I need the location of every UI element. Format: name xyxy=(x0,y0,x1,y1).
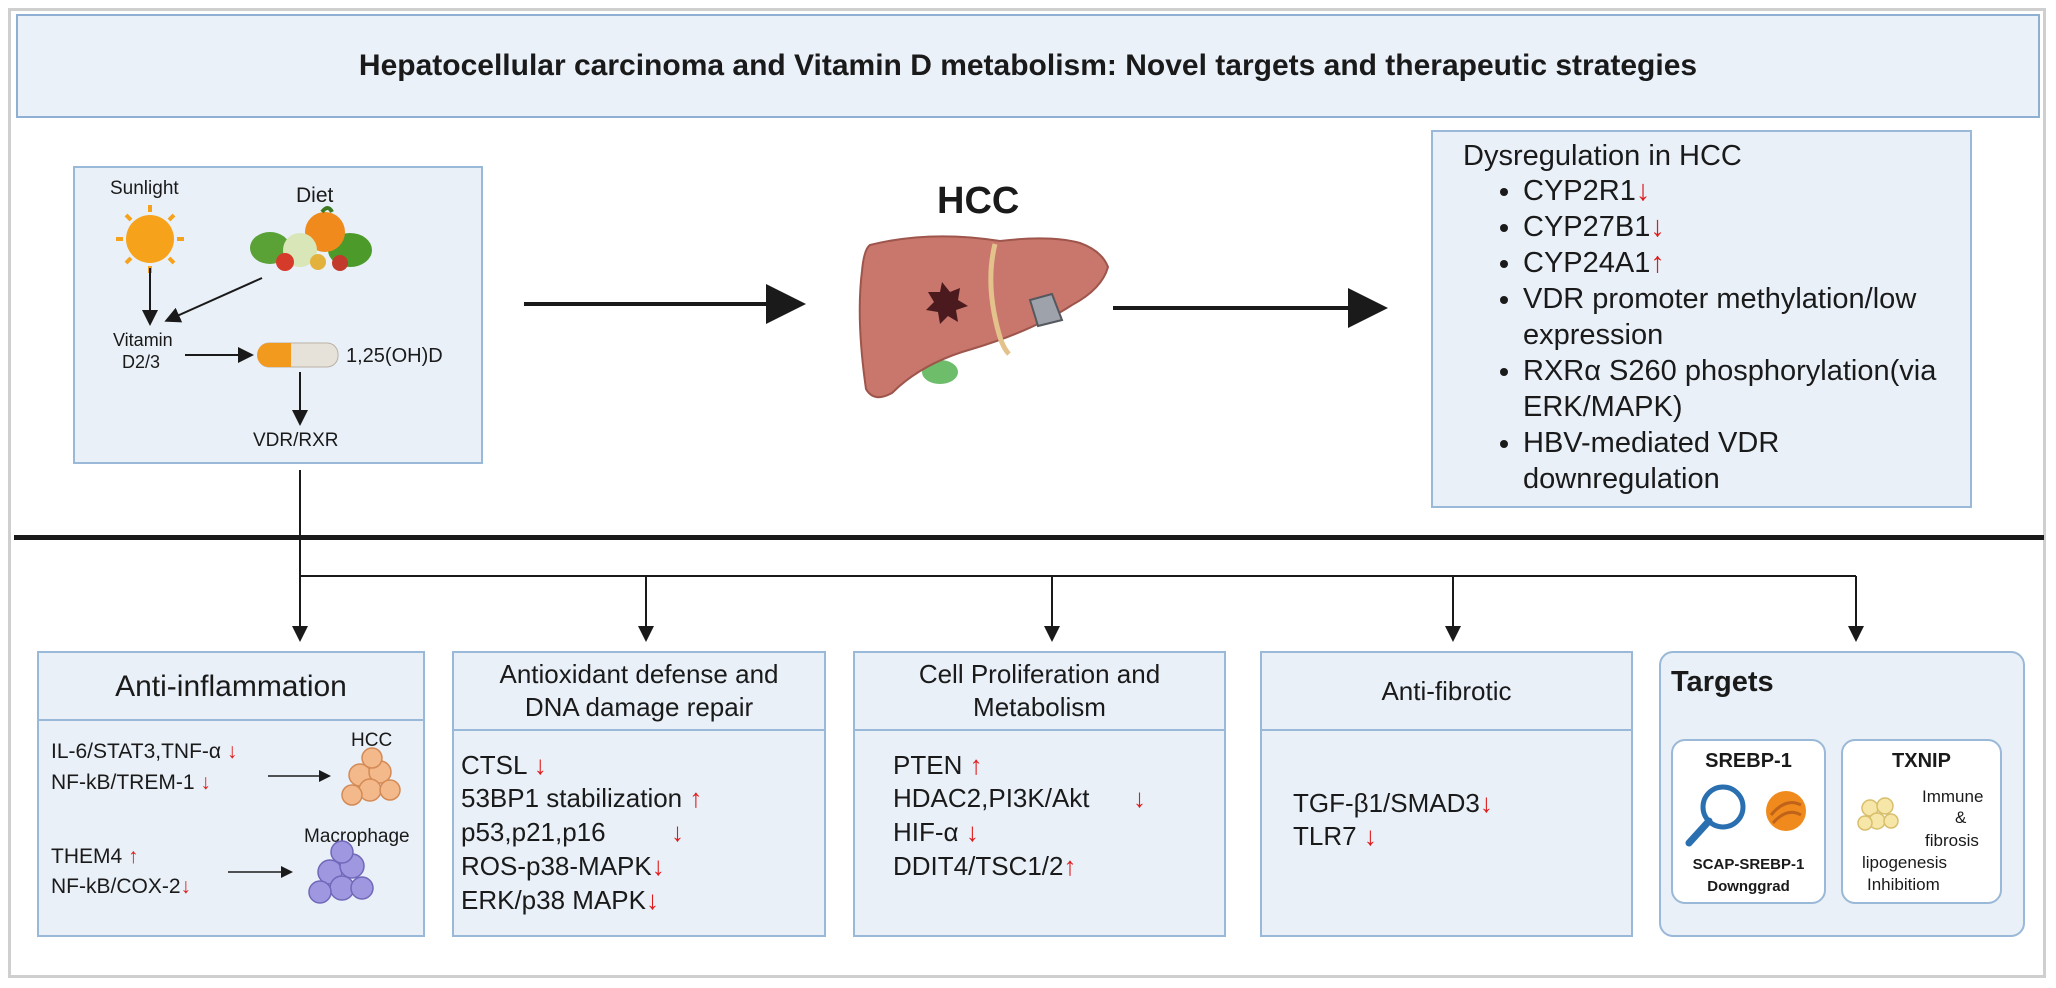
title-box: Hepatocellular carcinoma and Vitamin D m… xyxy=(16,14,2040,118)
sunlight-label: Sunlight xyxy=(110,178,179,199)
dysregulation-item: CYP27B1↓ xyxy=(1523,209,1962,245)
macrophage-label: Macrophage xyxy=(304,826,410,847)
vitamin-d-source-panel xyxy=(73,166,483,464)
antioxidant-item: ROS-p38-MAPK↓ xyxy=(461,851,665,881)
antioxidant-item: ERK/p38 MAPK↓ xyxy=(461,885,659,915)
antioxidant-header: Antioxidant defense and DNA damage repai… xyxy=(452,651,826,731)
dysregulation-item: RXRα S260 phosphorylation(via ERK/MAPK) xyxy=(1523,353,1962,425)
figure-title: Hepatocellular carcinoma and Vitamin D m… xyxy=(358,49,1698,82)
anti-fibrotic-header: Anti-fibrotic xyxy=(1260,651,1633,731)
hcc-label: HCC xyxy=(937,180,1020,222)
hcc-cells-icon xyxy=(341,747,401,806)
srebp-title: SREBP-1 xyxy=(1705,750,1792,772)
vdr-rxr-label: VDR/RXR xyxy=(253,430,339,451)
dysregulation-title: Dysregulation in HCC xyxy=(1463,140,1742,172)
dysregulation-item: CYP24A1↑ xyxy=(1523,245,1962,281)
active-vitamin-label: 1,25(OH)D xyxy=(346,345,443,367)
anti-inflammation-item: NF-kB/TREM-1 ↓ xyxy=(51,771,211,794)
txnip-immune: Immune xyxy=(1922,787,1984,806)
txnip-inhibition: Inhibitiom xyxy=(1867,875,1940,894)
dysregulation-panel: Dysregulation in HCC CYP2R1↓ CYP27B1↓ CY… xyxy=(1431,130,1972,508)
anti-inflammation-item: IL-6/STAT3,TNF-α ↓ xyxy=(51,740,238,763)
anti-fibrotic-item: TLR7 ↓ xyxy=(1293,821,1377,851)
proliferation-body xyxy=(853,729,1226,937)
vitamin-label-line1: Vitamin xyxy=(113,330,173,350)
sun-icon xyxy=(116,205,184,273)
antioxidant-item: CTSL ↓ xyxy=(461,750,547,780)
anti-fibrotic-title: Anti-fibrotic xyxy=(1381,675,1512,706)
anti-fibrotic-body xyxy=(1260,729,1633,937)
dysregulation-item: VDR promoter methylation/low expression xyxy=(1523,281,1962,353)
txnip-title: TXNIP xyxy=(1892,750,1951,772)
srebp-line1: SCAP-SREBP-1 xyxy=(1692,856,1805,873)
proliferation-title: Cell Proliferation and Metabolism xyxy=(918,659,1161,722)
vitamin-label-line2: D2/3 xyxy=(122,352,161,372)
anti-inflammation-title: Anti-inflammation xyxy=(115,669,347,703)
anti-inflammation-item: THEM4 ↑ xyxy=(51,845,139,868)
proliferation-item: DDIT4/TSC1/2↑ xyxy=(893,851,1077,881)
srebp-line2: Downggrad xyxy=(1707,878,1790,895)
proliferation-item: PTEN ↑ xyxy=(893,750,983,780)
targets-title: Targets xyxy=(1671,666,1774,698)
macrophage-icon xyxy=(308,840,374,904)
srebp-icons xyxy=(1685,784,1806,847)
liver-icon xyxy=(858,235,1110,399)
protein-icon xyxy=(1766,791,1806,831)
anti-inflammation-graphics xyxy=(228,747,401,904)
anti-inflammation-body xyxy=(37,719,425,937)
anti-inflammation-header: Anti-inflammation xyxy=(37,651,425,721)
antioxidant-item: p53,p21,p16 xyxy=(461,817,606,847)
antioxidant-item: 53BP1 stabilization ↑ xyxy=(461,783,703,813)
txnip-icons xyxy=(1857,797,1899,831)
antioxidant-body xyxy=(452,729,826,937)
anti-fibrotic-item: TGF-β1/SMAD3↓ xyxy=(1293,788,1493,818)
antioxidant-arrow: ↓ xyxy=(671,817,684,847)
anti-inflammation-item: NF-kB/COX-2↓ xyxy=(51,875,192,898)
antioxidant-title: Antioxidant defense and DNA damage repai… xyxy=(499,659,779,722)
magnifier-icon xyxy=(1685,784,1746,847)
dysregulation-item: HBV-mediated VDR downregulation xyxy=(1523,425,1962,497)
figure-frame xyxy=(8,8,2046,978)
proliferation-item: HIF-α ↓ xyxy=(893,817,979,847)
fat-cells-icon xyxy=(1857,797,1899,831)
txnip-fibrosis: fibrosis xyxy=(1925,831,1979,850)
vegetables-icon xyxy=(250,206,372,271)
hcc-cells-label: HCC xyxy=(351,730,393,751)
section-divider xyxy=(14,535,2044,540)
proliferation-header: Cell Proliferation and Metabolism xyxy=(853,651,1226,731)
txnip-amp: & xyxy=(1955,808,1967,827)
diet-label: Diet xyxy=(296,184,334,207)
txnip-lipogenesis: lipogenesis xyxy=(1862,853,1948,872)
proliferation-arrow: ↓ xyxy=(1133,783,1146,813)
capsule-icon xyxy=(257,342,339,368)
dysregulation-list: CYP2R1↓ CYP27B1↓ CYP24A1↑ VDR promoter m… xyxy=(1463,173,1962,497)
dysregulation-item: CYP2R1↓ xyxy=(1523,173,1962,209)
proliferation-item: HDAC2,PI3K/Akt xyxy=(893,783,1090,813)
